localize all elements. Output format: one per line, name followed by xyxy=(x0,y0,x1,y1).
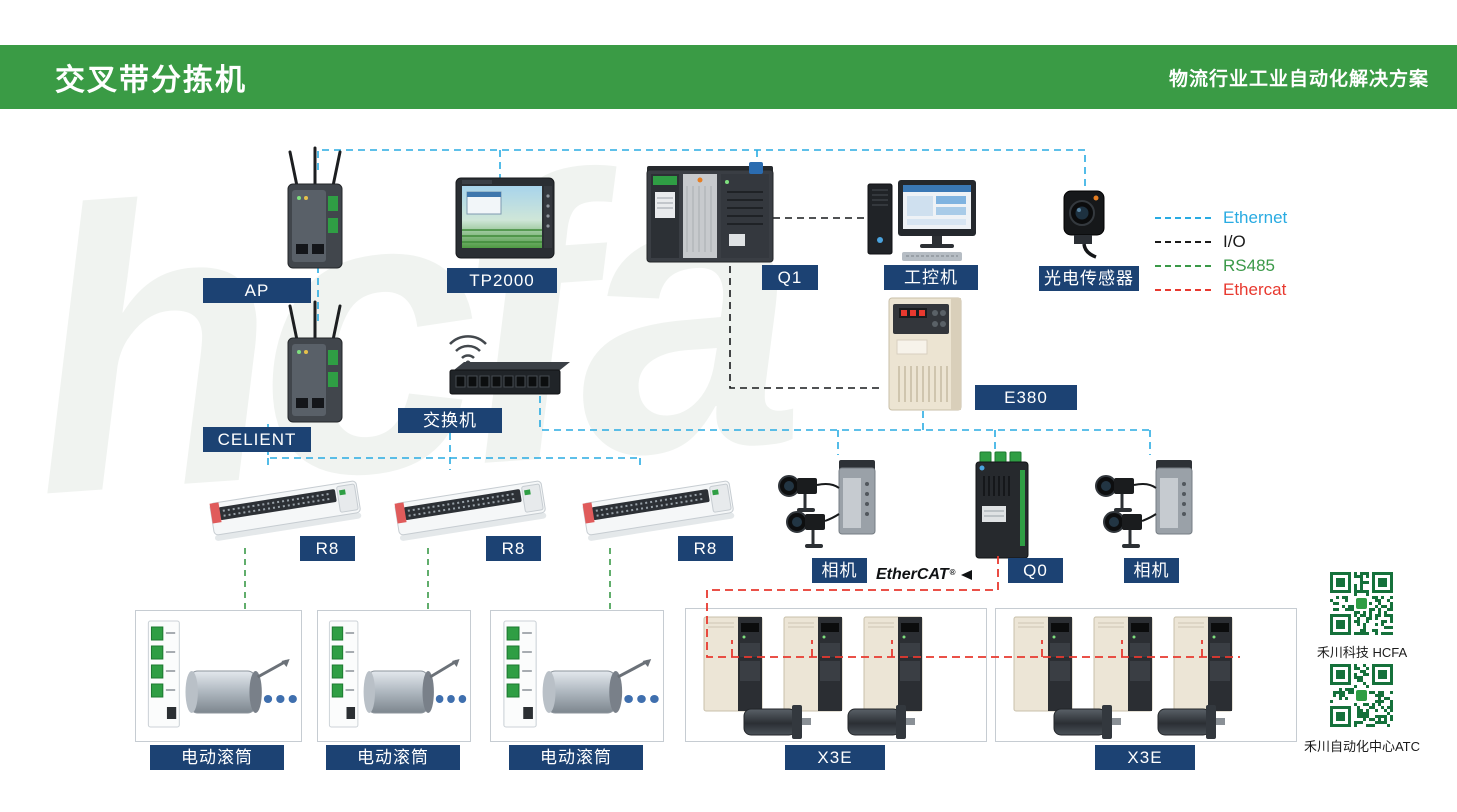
camera-label-right: 相机 xyxy=(1124,558,1179,583)
roller-unit-box-3 xyxy=(490,610,664,742)
roller-unit-box-2 xyxy=(317,610,471,742)
legend-label-rs485: RS485 xyxy=(1223,256,1275,275)
roller-label-3: 电动滚筒 xyxy=(509,745,643,770)
photoelectric-sensor-label: 光电传感器 xyxy=(1039,266,1139,291)
antenna-icon xyxy=(288,146,342,188)
legend-label-ethercat: Ethercat xyxy=(1223,280,1287,299)
qr-code-hcfa xyxy=(1330,572,1394,636)
x3e-label-2: X3E xyxy=(1095,745,1195,770)
legend-label-io: I/O xyxy=(1223,232,1246,251)
ethercat-logo-text: EtherCAT xyxy=(876,566,949,583)
qr-code-atc xyxy=(1330,664,1394,728)
wire-ethercat-chain xyxy=(706,556,1240,658)
switch-label: 交换机 xyxy=(398,408,502,433)
ethercat-logo: EtherCAT® xyxy=(876,566,973,584)
rs485-line-swatch xyxy=(1155,265,1211,267)
antenna-icon xyxy=(288,300,342,342)
q1-plc-device xyxy=(645,158,775,270)
r8-label-2: R8 xyxy=(486,536,541,561)
ellipsis-dots-icon xyxy=(624,695,659,703)
switch-device xyxy=(430,320,575,412)
wire-ethernet-right-bus xyxy=(539,396,1151,455)
roller-unit-box-1 xyxy=(135,610,302,742)
legend-item-io: I/O xyxy=(1155,230,1335,254)
e380-inverter-device xyxy=(885,296,965,412)
ethercat-arrow-icon xyxy=(960,570,972,580)
roller-label-1: 电动滚筒 xyxy=(150,745,284,770)
wire-io-q1-e380 xyxy=(729,266,883,389)
ethercat-registered-mark: ® xyxy=(949,567,956,577)
page-title: 交叉带分拣机 xyxy=(55,64,247,97)
legend-label-ethernet: Ethernet xyxy=(1223,208,1288,227)
q0-label: Q0 xyxy=(1008,558,1063,583)
wifi-icon xyxy=(449,335,487,359)
legend-item-rs485: RS485 xyxy=(1155,254,1335,278)
roller-label-2: 电动滚筒 xyxy=(326,745,460,770)
page-header: 交叉带分拣机 物流行业工业自动化解决方案 xyxy=(0,45,1457,109)
ellipsis-dots-icon xyxy=(435,695,467,703)
photoelectric-sensor-device xyxy=(1052,185,1116,263)
celient-device xyxy=(275,300,355,424)
page-subtitle: 物流行业工业自动化解决方案 xyxy=(1168,68,1429,90)
io-line-swatch xyxy=(1155,241,1211,243)
ap-device xyxy=(275,146,355,270)
wire-ethernet-r8-bus xyxy=(267,424,641,470)
legend: Ethernet I/O RS485 Ethercat xyxy=(1155,206,1335,302)
legend-item-ethercat: Ethercat xyxy=(1155,278,1335,302)
ethernet-line-swatch xyxy=(1155,217,1211,219)
r8-module-2 xyxy=(390,466,550,548)
x3e-unit-box-2 xyxy=(995,608,1297,742)
x3e-label-1: X3E xyxy=(785,745,885,770)
ap-label: AP xyxy=(203,278,311,303)
q1-label: Q1 xyxy=(762,265,818,290)
e380-label: E380 xyxy=(975,385,1077,410)
r8-label-1: R8 xyxy=(300,536,355,561)
tp2000-device xyxy=(455,176,555,264)
camera-label-left: 相机 xyxy=(812,558,867,583)
tp2000-label: TP2000 xyxy=(447,268,557,293)
qr-caption-hcfa: 禾川科技 HCFA xyxy=(1316,645,1408,660)
celient-label: CELIENT xyxy=(203,427,311,452)
industrial-pc-device xyxy=(866,178,981,264)
x3e-unit-box-1 xyxy=(685,608,987,742)
r8-module-1 xyxy=(205,466,365,548)
wire-ethernet-top-bus xyxy=(317,149,1086,186)
ethercat-line-swatch xyxy=(1155,289,1211,291)
qr-caption-atc: 禾川自动化中心ATC xyxy=(1303,739,1421,754)
ipc-label: 工控机 xyxy=(884,265,978,290)
q0-device xyxy=(962,446,1042,562)
ellipsis-dots-icon xyxy=(263,695,297,703)
r8-module-3 xyxy=(578,466,738,548)
camera-device-right xyxy=(1092,452,1210,558)
r8-label-3: R8 xyxy=(678,536,733,561)
camera-device-left xyxy=(775,452,893,558)
legend-item-ethernet: Ethernet xyxy=(1155,206,1335,230)
